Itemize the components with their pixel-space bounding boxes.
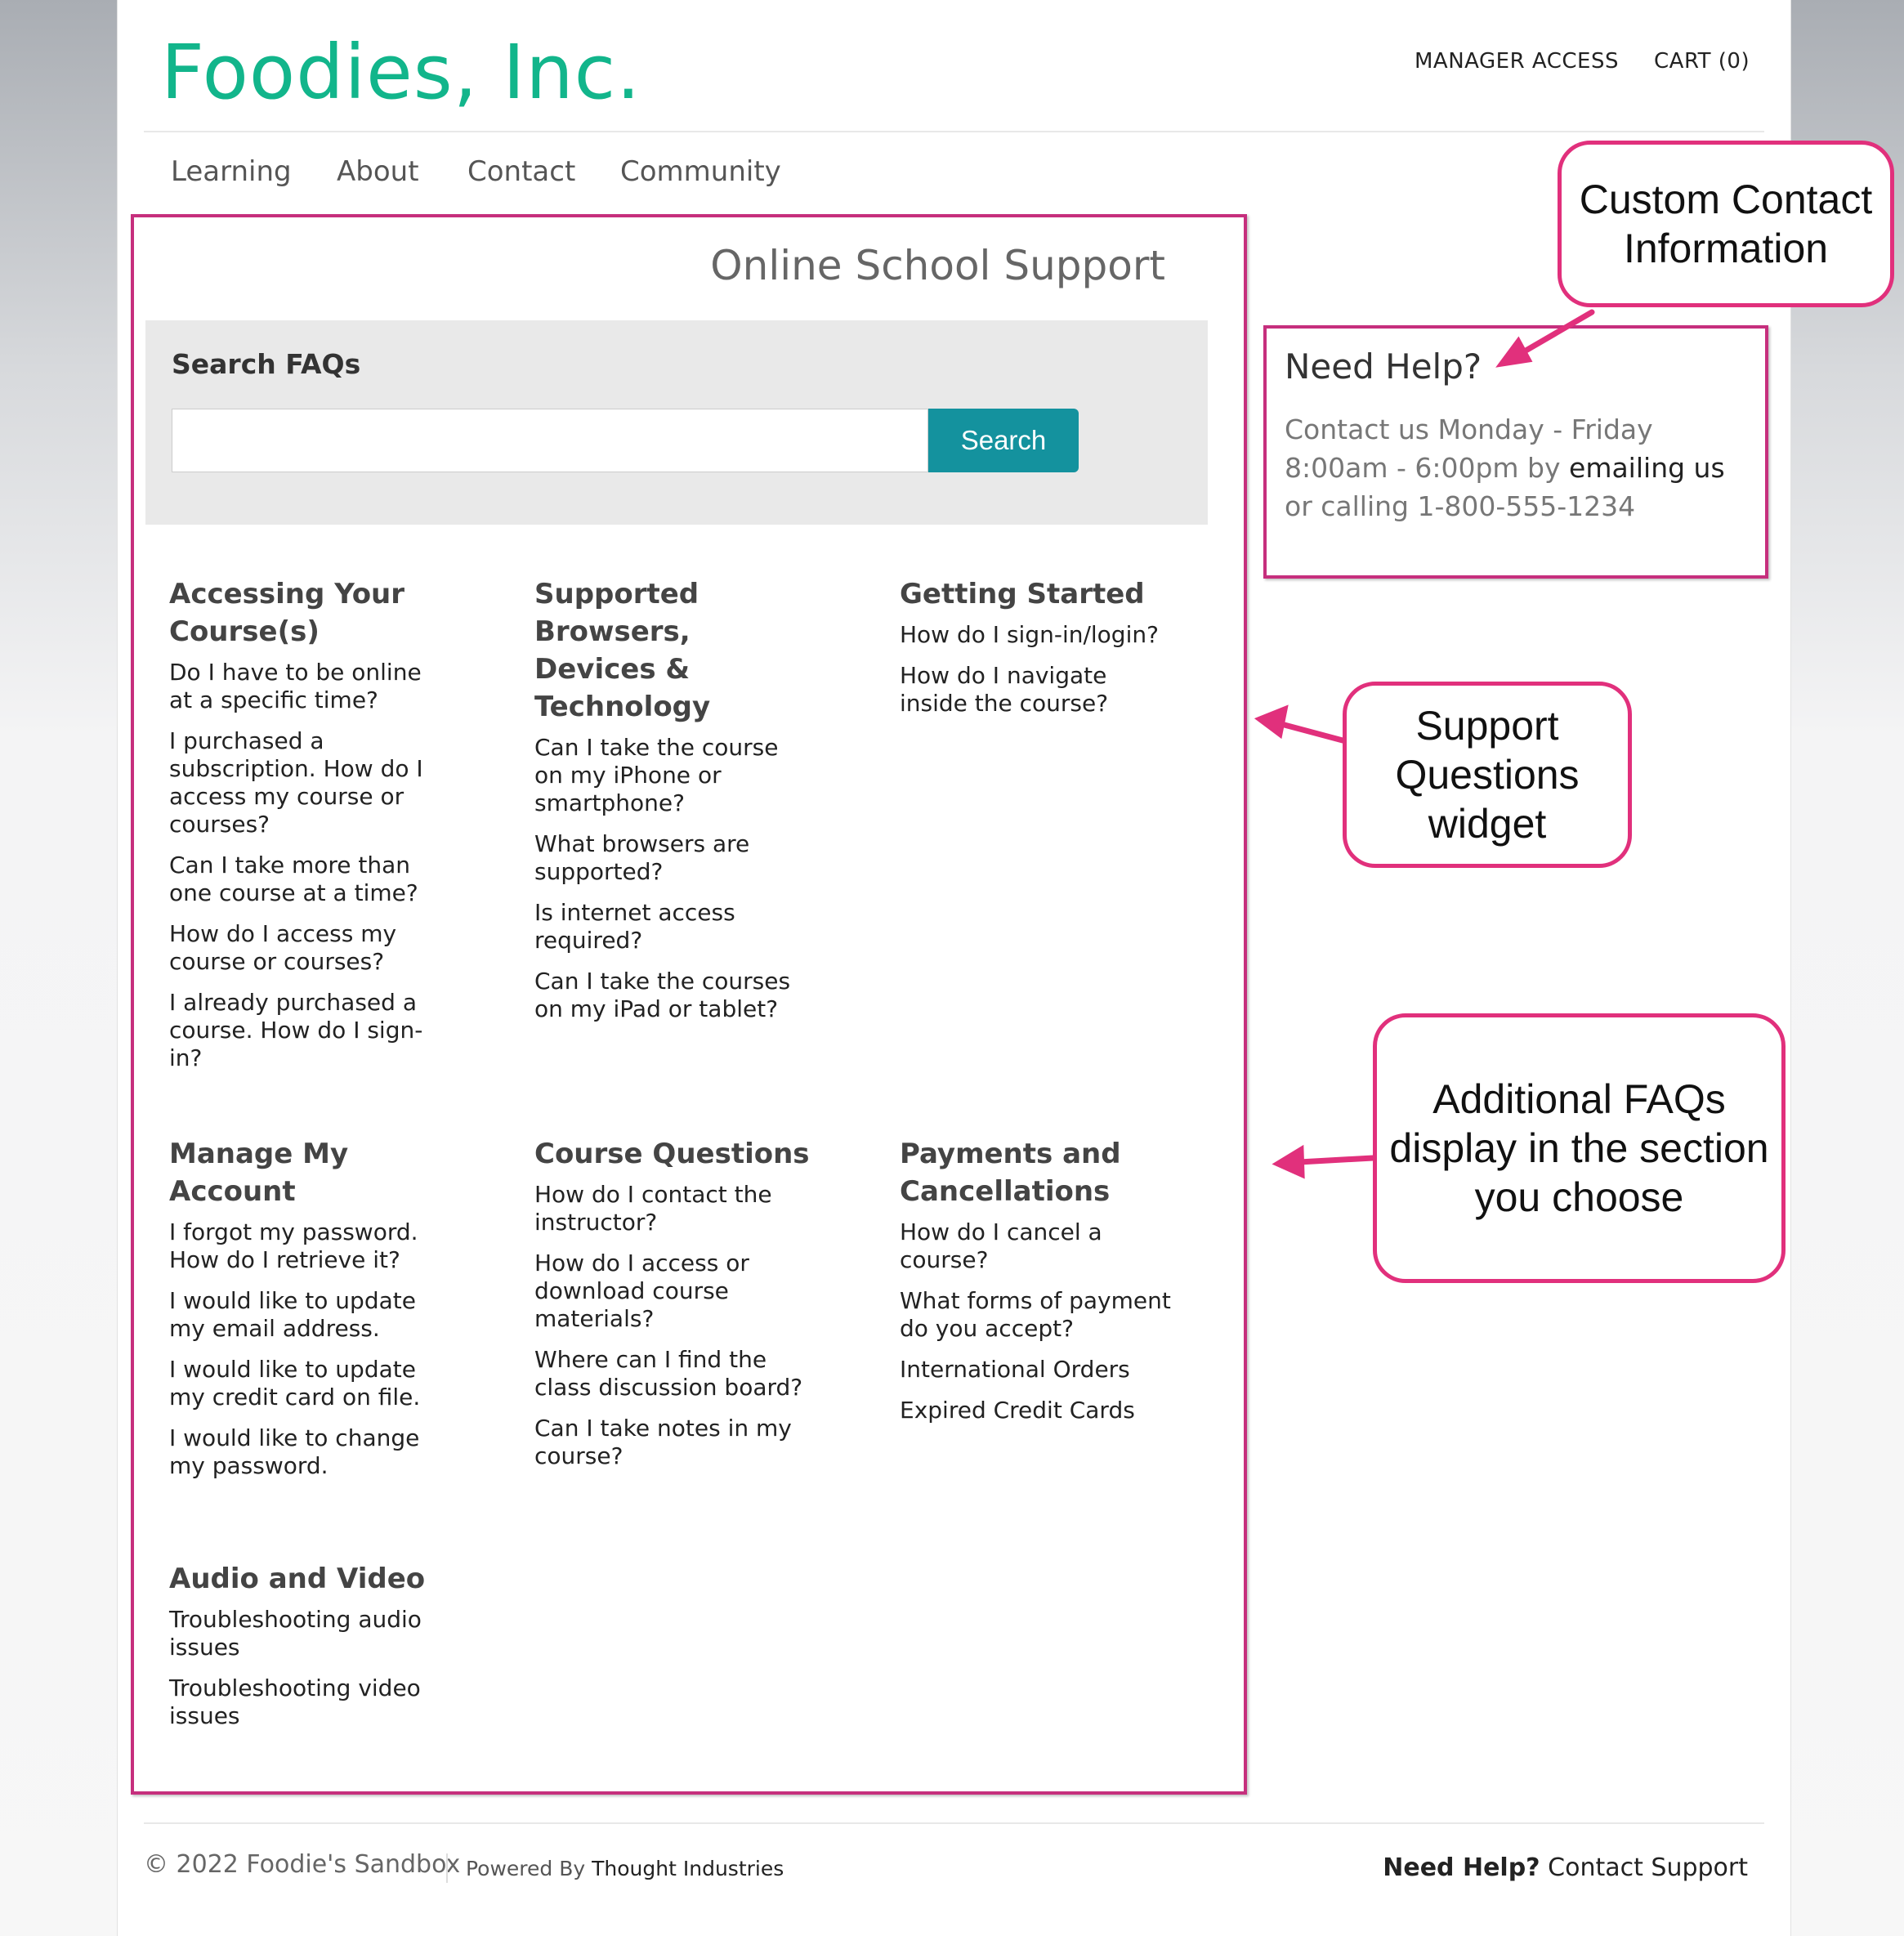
nav-item-about[interactable]: About — [337, 155, 419, 188]
footer-need-help-label: Need Help? — [1383, 1853, 1540, 1882]
footer-help: Need Help? Contact Support — [1383, 1853, 1748, 1882]
faq-section-manage-account: Manage My Account I forgot my password. … — [169, 1135, 447, 1493]
help-text-after: or calling 1-800-555-1234 — [1285, 490, 1636, 522]
nav-item-learning[interactable]: Learning — [171, 155, 292, 188]
faq-section-course-questions: Course Questions How do I contact the in… — [534, 1135, 812, 1483]
arrow-custom-contact — [1518, 309, 1595, 356]
faq-link[interactable]: Troubleshooting video issues — [169, 1674, 421, 1729]
faq-link[interactable]: How do I contact the instructor? — [534, 1181, 772, 1236]
faq-link[interactable]: International Orders — [900, 1356, 1130, 1383]
faq-section-getting-started: Getting Started How do I sign-in/login? … — [900, 575, 1178, 731]
arrowhead-icon — [1495, 336, 1533, 368]
faq-link[interactable]: Can I take the course on my iPhone or sm… — [534, 734, 779, 816]
search-button[interactable]: Search — [928, 409, 1079, 472]
faq-link[interactable]: Is internet access required? — [534, 899, 735, 954]
faq-link[interactable]: Can I take notes in my course? — [534, 1415, 792, 1469]
faq-section-supported-browsers: Supported Browsers, Devices & Technology… — [534, 575, 812, 1036]
faq-link[interactable]: How do I access my course or courses? — [169, 920, 397, 975]
help-text-before: Contact us Monday - Friday 8:00am - 6:00… — [1285, 414, 1653, 484]
faq-section-heading: Getting Started — [900, 578, 1145, 610]
faq-section-heading: Audio and Video — [169, 1563, 426, 1595]
faq-section-payments: Payments and Cancellations How do I canc… — [900, 1135, 1178, 1437]
nav-item-contact[interactable]: Contact — [467, 155, 576, 188]
faq-link[interactable]: How do I navigate inside the course? — [900, 662, 1109, 717]
faq-link[interactable]: I forgot my password. How do I retrieve … — [169, 1218, 418, 1273]
search-faqs-panel: Search FAQs Search — [145, 320, 1208, 525]
faq-link[interactable]: I already purchased a course. How do I s… — [169, 989, 423, 1071]
faq-link[interactable]: What browsers are supported? — [534, 830, 750, 885]
arrowhead-icon — [1254, 704, 1289, 740]
faq-link[interactable]: Can I take the courses on my iPad or tab… — [534, 968, 791, 1022]
faq-link[interactable]: How do I sign-in/login? — [900, 621, 1159, 648]
faq-section-heading: Course Questions — [534, 1138, 810, 1170]
powered-by-label: Powered By — [466, 1857, 586, 1880]
faq-link[interactable]: I would like to change my password. — [169, 1424, 420, 1479]
faq-link[interactable]: I would like to update my credit card on… — [169, 1356, 421, 1411]
search-input[interactable] — [172, 409, 928, 472]
faq-link[interactable]: How do I access or download course mater… — [534, 1250, 749, 1332]
search-faqs-label: Search FAQs — [172, 348, 361, 380]
footer-divider — [144, 1822, 1764, 1824]
footer-powered-by: Powered By Thought Industries — [466, 1857, 784, 1880]
help-title: Need Help? — [1285, 347, 1482, 387]
faq-section-accessing-courses: Accessing Your Course(s) Do I have to be… — [169, 575, 447, 1085]
faq-link[interactable]: Can I take more than one course at a tim… — [169, 852, 418, 906]
contact-support-link[interactable]: Contact Support — [1548, 1853, 1748, 1882]
faq-link[interactable]: How do I cancel a course? — [900, 1218, 1102, 1273]
faq-link[interactable]: What forms of payment do you accept? — [900, 1287, 1171, 1342]
faq-link[interactable]: Where can I find the class discussion bo… — [534, 1346, 803, 1401]
faq-link[interactable]: Troubleshooting audio issues — [169, 1606, 422, 1661]
faq-section-heading: Accessing Your Course(s) — [169, 578, 405, 648]
callout-additional-faqs: Additional FAQs display in the section y… — [1373, 1013, 1786, 1283]
faq-section-heading: Supported Browsers, Devices & Technology — [534, 578, 711, 723]
faq-link[interactable]: I purchased a subscription. How do I acc… — [169, 727, 423, 838]
footer-copyright: © 2022 Foodie's Sandbox — [144, 1850, 461, 1879]
faq-link[interactable]: Do I have to be online at a specific tim… — [169, 659, 422, 713]
callout-custom-contact: Custom Contact Information — [1558, 141, 1894, 307]
faq-section-heading: Payments and Cancellations — [900, 1138, 1121, 1208]
email-us-link[interactable]: emailing us — [1569, 452, 1725, 484]
need-help-box: Need Help? Contact us Monday - Friday 8:… — [1263, 325, 1768, 579]
header-divider — [144, 131, 1764, 132]
arrowhead-icon — [1272, 1144, 1305, 1179]
page-container: Foodies, Inc. MANAGER ACCESS CART (0) Le… — [117, 0, 1791, 1936]
faq-link[interactable]: I would like to update my email address. — [169, 1287, 416, 1342]
brand-logo[interactable]: Foodies, Inc. — [161, 29, 641, 116]
page-title: Online School Support — [710, 242, 1165, 289]
faq-section-heading: Manage My Account — [169, 1138, 349, 1208]
powered-by-company[interactable]: Thought Industries — [592, 1857, 784, 1880]
arrow-additional-faqs — [1296, 1155, 1376, 1165]
nav-item-community[interactable]: Community — [620, 155, 781, 188]
footer-separator — [446, 1853, 448, 1883]
cart-link[interactable]: CART (0) — [1654, 49, 1750, 74]
support-questions-widget: Online School Support Search FAQs Search… — [131, 214, 1247, 1795]
arrow-support-widget — [1278, 721, 1346, 744]
faq-link[interactable]: Expired Credit Cards — [900, 1397, 1135, 1424]
faq-section-audio-video: Audio and Video Troubleshooting audio is… — [169, 1560, 447, 1743]
manager-access-link[interactable]: MANAGER ACCESS — [1415, 49, 1619, 74]
callout-support-widget: Support Questions widget — [1343, 682, 1632, 868]
help-text: Contact us Monday - Friday 8:00am - 6:00… — [1285, 410, 1750, 525]
